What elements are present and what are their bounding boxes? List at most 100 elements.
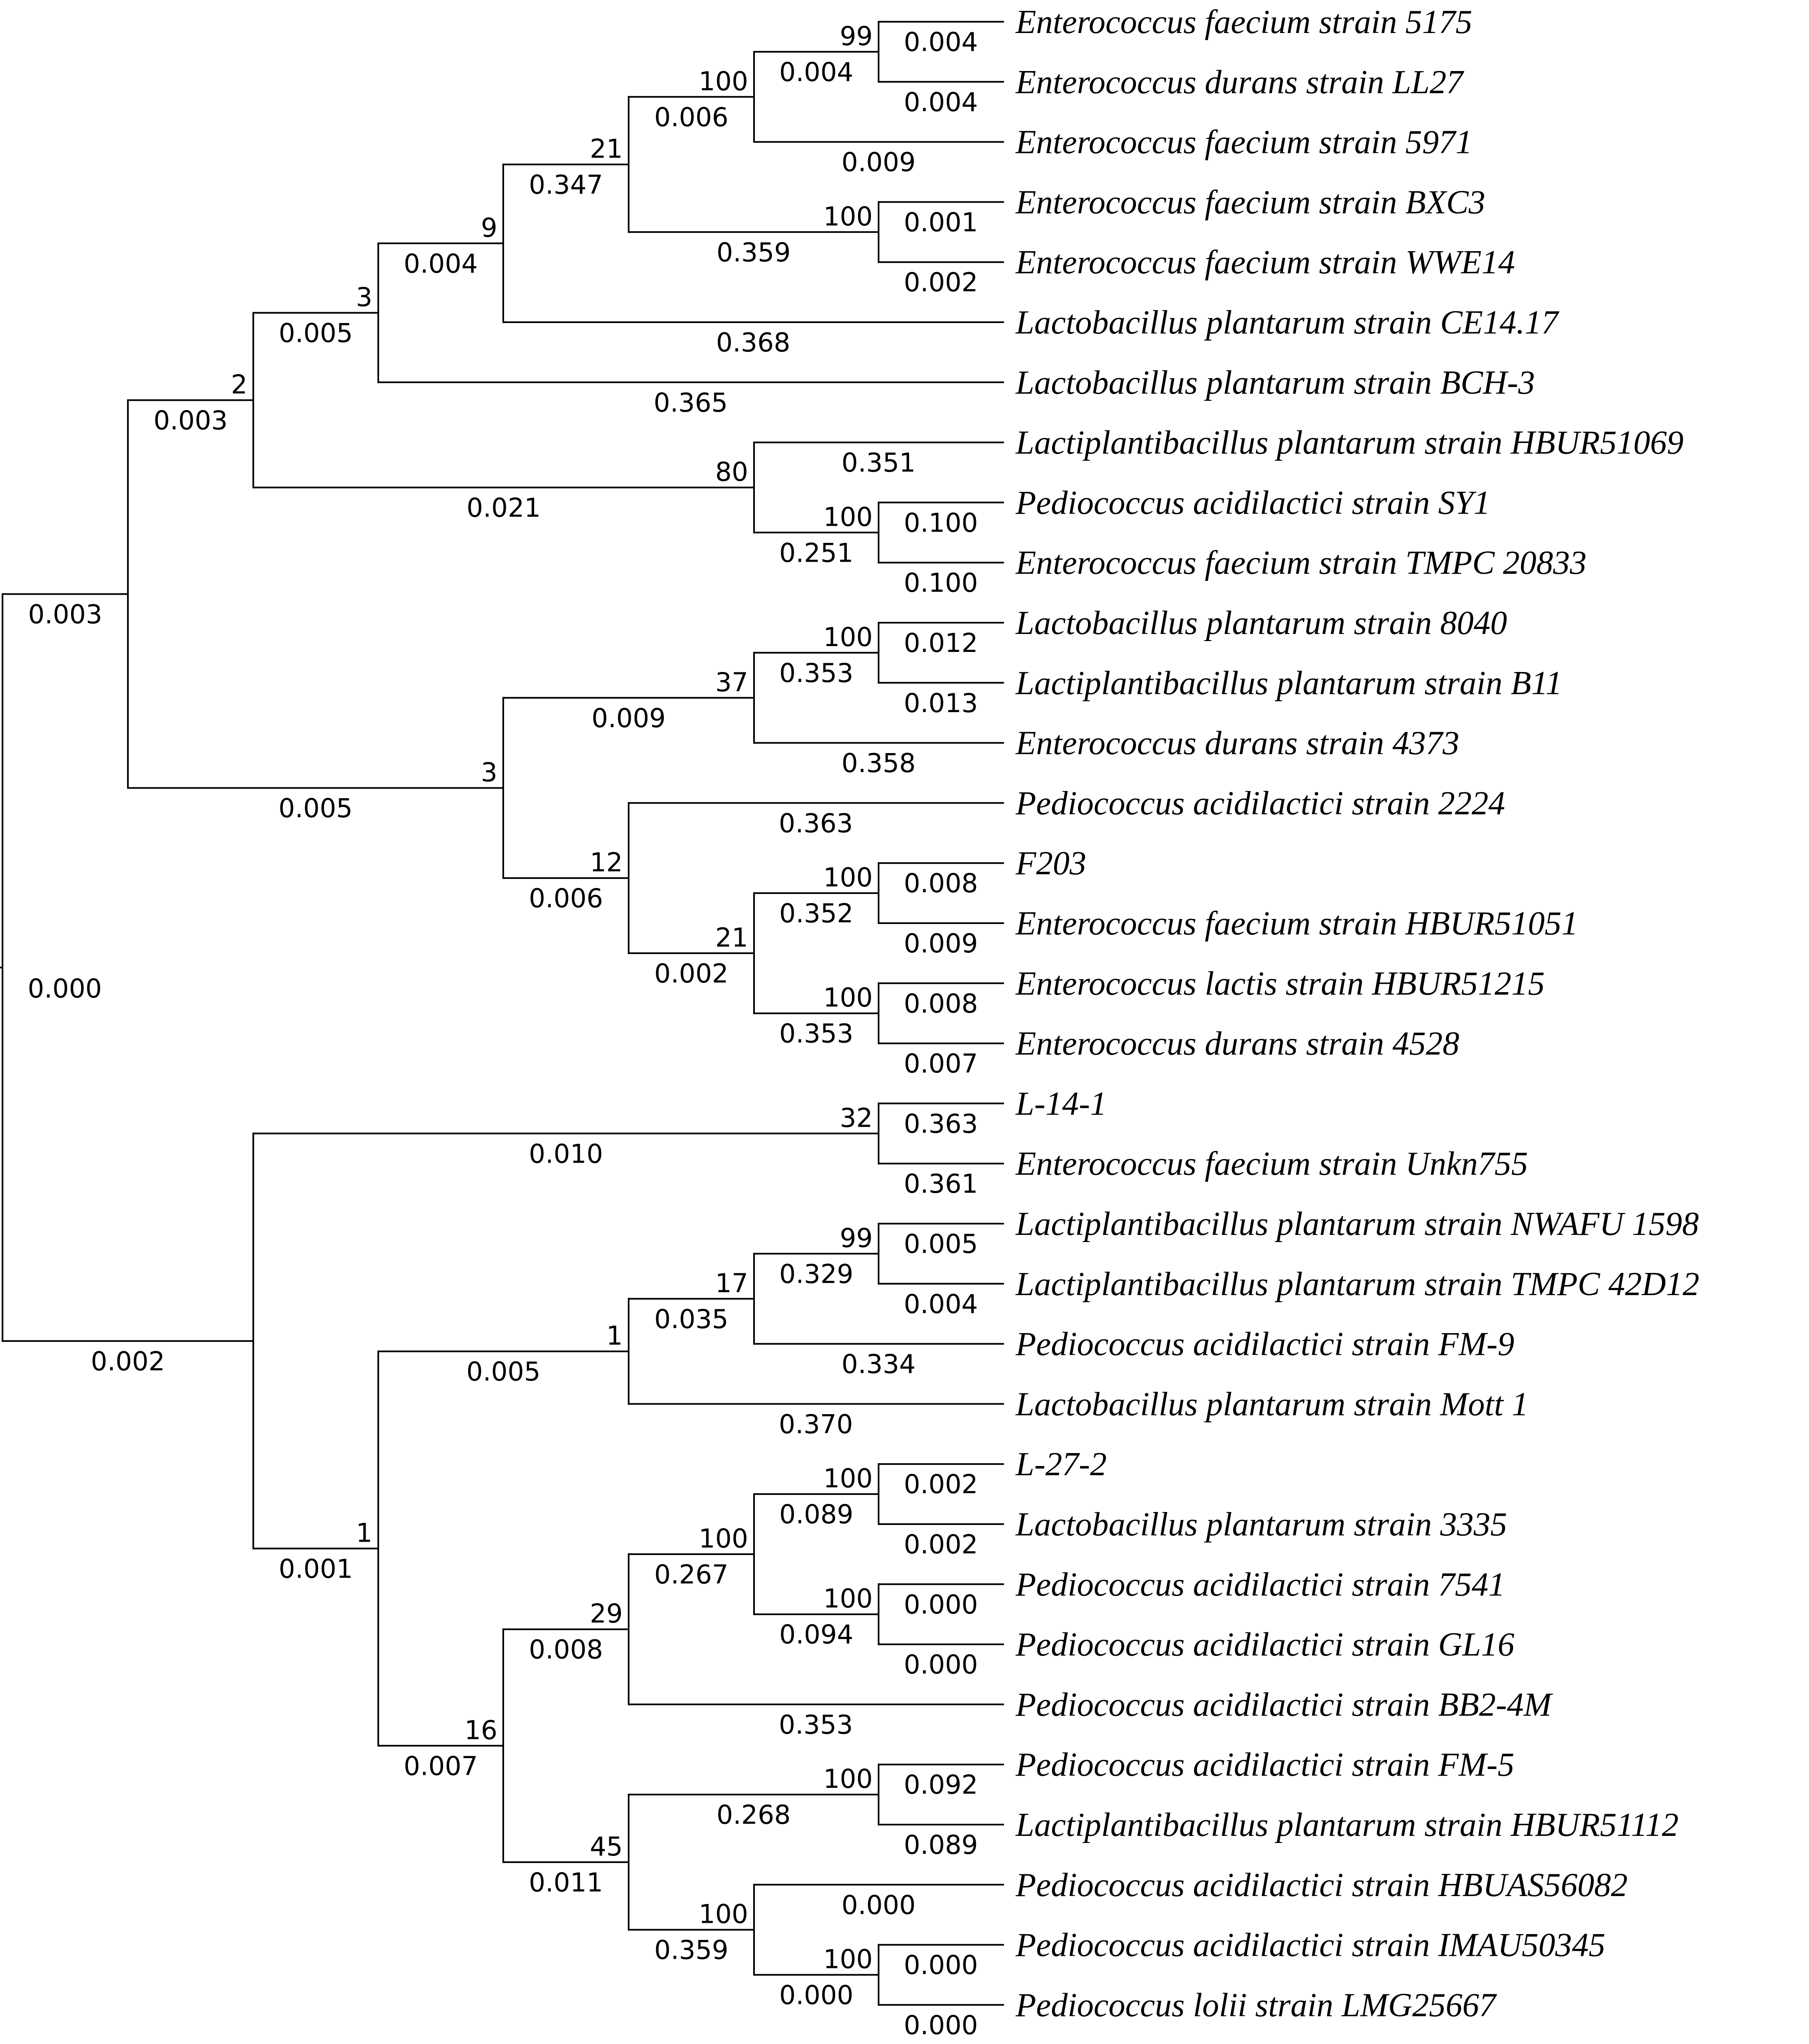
branch-length-label: 0.004 [779,57,854,87]
taxon-label: Lactiplantibacillus plantarum strain TMP… [1015,1266,1699,1303]
branch-length-label: 0.000 [841,1890,916,1920]
bootstrap-value: 21 [590,134,623,164]
branch-length-label: 0.000 [28,973,102,1004]
branch-length-label: 0.008 [529,1634,603,1665]
taxon-label: Lactiplantibacillus plantarum strain HBU… [1015,1807,1679,1843]
bootstrap-value: 100 [823,622,873,652]
branch-length-label: 0.000 [904,2010,978,2040]
branch-length-label: 0.359 [654,1935,729,1965]
branch-length-label: 0.363 [779,808,853,838]
bootstrap-value: 32 [840,1102,873,1133]
taxon-label: Enterococcus faecium strain 5175 [1015,4,1472,41]
taxon-label: F203 [1015,845,1086,882]
branch-length-label: 0.011 [529,1867,603,1898]
branch-length-label: 0.000 [904,1649,978,1680]
bootstrap-value: 80 [715,456,748,487]
branch-length-label: 0.092 [904,1769,978,1800]
bootstrap-value: 100 [823,1944,873,1975]
branch-length-label: 0.003 [28,599,102,629]
taxon-label: Lactiplantibacillus plantarum strain NWA… [1015,1206,1699,1242]
bootstrap-value: 12 [590,847,623,878]
branch-length-label: 0.002 [904,1529,978,1560]
taxon-label: Pediococcus acidilactici strain 7541 [1015,1566,1505,1603]
taxon-label: Lactobacillus plantarum strain BCH-3 [1015,364,1535,401]
bootstrap-value: 1 [356,1517,372,1548]
branch-length-label: 0.009 [904,928,978,959]
branch-length-label: 0.353 [779,1018,854,1049]
branch-length-label: 0.005 [278,793,353,823]
branch-length-label: 0.351 [841,448,916,478]
branch-length-label: 0.001 [279,1553,353,1584]
branch-length-label: 0.002 [91,1346,165,1377]
branch-length-label: 0.007 [904,1049,978,1079]
bootstrap-value: 100 [823,983,873,1013]
branch-length-label: 0.251 [779,537,854,568]
branch-length-label: 0.010 [529,1138,603,1169]
taxon-label: Enterococcus durans strain LL27 [1015,64,1464,101]
bootstrap-value: 45 [590,1831,623,1862]
bootstrap-value: 37 [715,667,748,697]
branch-length-label: 0.002 [654,958,729,989]
branch-length-label: 0.100 [904,568,978,598]
taxon-label: Enterococcus durans strain 4373 [1015,725,1459,762]
branch-length-label: 0.089 [779,1499,854,1530]
branch-length-label: 0.002 [904,267,978,298]
bootstrap-value: 100 [823,201,873,232]
bootstrap-value: 100 [823,1463,873,1494]
branch-length-label: 0.100 [904,507,978,538]
bootstrap-value: 100 [699,66,748,97]
bootstrap-value: 3 [356,282,372,313]
bootstrap-value: 1 [606,1321,623,1351]
branch-length-label: 0.008 [904,988,978,1019]
taxon-label: Lactobacillus plantarum strain Mott 1 [1015,1386,1529,1423]
branch-length-label: 0.329 [779,1259,854,1289]
branch-length-label: 0.089 [904,1830,978,1860]
branch-length-label: 0.334 [841,1349,916,1380]
branch-length-label: 0.353 [779,658,854,688]
branch-length-label: 0.358 [841,748,916,779]
branch-length-label: 0.006 [654,102,729,132]
taxon-label: Pediococcus acidilactici strain FM-9 [1015,1326,1514,1363]
bootstrap-value: 16 [464,1715,497,1745]
bootstrap-value: 100 [823,1583,873,1614]
taxon-label: Pediococcus acidilactici strain FM-5 [1015,1746,1514,1783]
taxon-label: Lactobacillus plantarum strain CE14.17 [1015,304,1559,341]
branch-length-label: 0.009 [841,147,916,178]
bootstrap-value: 29 [590,1599,623,1629]
branch-length-label: 0.000 [779,1980,854,2011]
bootstrap-value: 17 [715,1268,748,1298]
branch-length-label: 0.353 [779,1709,853,1740]
bootstrap-value: 100 [823,501,873,532]
branch-length-label: 0.005 [466,1357,541,1387]
branch-length-label: 0.005 [904,1229,978,1259]
branch-length-label: 0.021 [466,492,541,523]
branch-length-label: 0.368 [716,327,790,358]
taxon-label: Pediococcus acidilactici strain SY1 [1015,484,1490,521]
branch-length-label: 0.004 [904,27,978,57]
taxon-label: Pediococcus acidilactici strain HBUAS560… [1015,1867,1628,1904]
branch-length-label: 0.361 [904,1168,978,1199]
branch-length-label: 0.370 [779,1409,853,1439]
bootstrap-value: 9 [481,212,497,243]
taxon-label: Enterococcus lactis strain HBUR51215 [1015,965,1545,1002]
branch-length-label: 0.352 [779,898,854,929]
taxon-label: Pediococcus lolii strain LMG25667 [1015,1987,1497,2024]
taxon-label: Enterococcus durans strain 4528 [1015,1026,1459,1062]
branch-length-label: 0.012 [904,628,978,658]
branch-length-label: 0.267 [654,1559,729,1590]
taxon-label: Enterococcus faecium strain TMPC 20833 [1015,545,1587,581]
taxon-label: Lactobacillus plantarum strain 3335 [1015,1506,1507,1543]
branch-length-label: 0.365 [654,387,728,418]
bootstrap-value: 100 [699,1523,748,1554]
taxon-label: Enterococcus faecium strain HBUR51051 [1015,905,1578,942]
bootstrap-value: 99 [840,21,873,51]
branch-length-label: 0.000 [904,1589,978,1620]
branch-length-label: 0.359 [716,237,791,267]
bootstrap-value: 100 [699,1899,748,1929]
taxon-label: Enterococcus faecium strain Unkn755 [1015,1145,1528,1182]
branch-length-label: 0.002 [904,1469,978,1499]
taxon-label: Enterococcus faecium strain BXC3 [1015,184,1485,221]
taxon-label: Lactiplantibacillus plantarum strain B11 [1015,665,1562,702]
branch-length-label: 0.004 [404,248,478,279]
